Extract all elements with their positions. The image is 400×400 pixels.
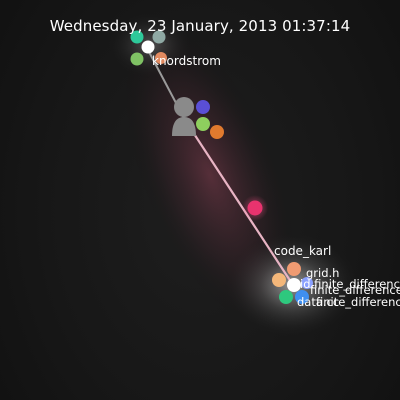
branch-node[interactable] <box>247 200 263 216</box>
file-node[interactable] <box>152 30 166 44</box>
branch-line <box>184 119 294 286</box>
file-node[interactable] <box>295 290 309 304</box>
file-node[interactable] <box>155 52 167 64</box>
file-node[interactable] <box>210 125 224 139</box>
file-label-finite-difference-2: finite_difference <box>316 295 400 309</box>
file-node[interactable] <box>196 100 210 114</box>
file-node[interactable] <box>196 117 210 131</box>
file-label-finite-difference: finite_difference <box>310 283 400 297</box>
file-label-grid-finite-difference: grid.finite_difference <box>288 277 400 291</box>
file-node[interactable] <box>130 52 144 66</box>
file-node[interactable] <box>287 262 301 276</box>
file-node[interactable] <box>130 30 144 44</box>
file-node[interactable] <box>301 277 313 289</box>
file-node[interactable] <box>272 273 286 287</box>
user-label-code-karl: code_karl <box>274 244 332 258</box>
file-label-grid-h: grid.h <box>306 266 340 280</box>
file-node[interactable] <box>141 40 155 54</box>
user-silhouette-icon[interactable] <box>172 97 196 136</box>
user-label-knordstrom: knordstrom <box>152 54 221 68</box>
timestamp: Wednesday, 23 January, 2013 01:37:14 <box>49 17 351 35</box>
file-node[interactable] <box>279 290 293 304</box>
file-node[interactable] <box>287 278 301 292</box>
file-label-data-cc: data.cc <box>297 295 340 309</box>
